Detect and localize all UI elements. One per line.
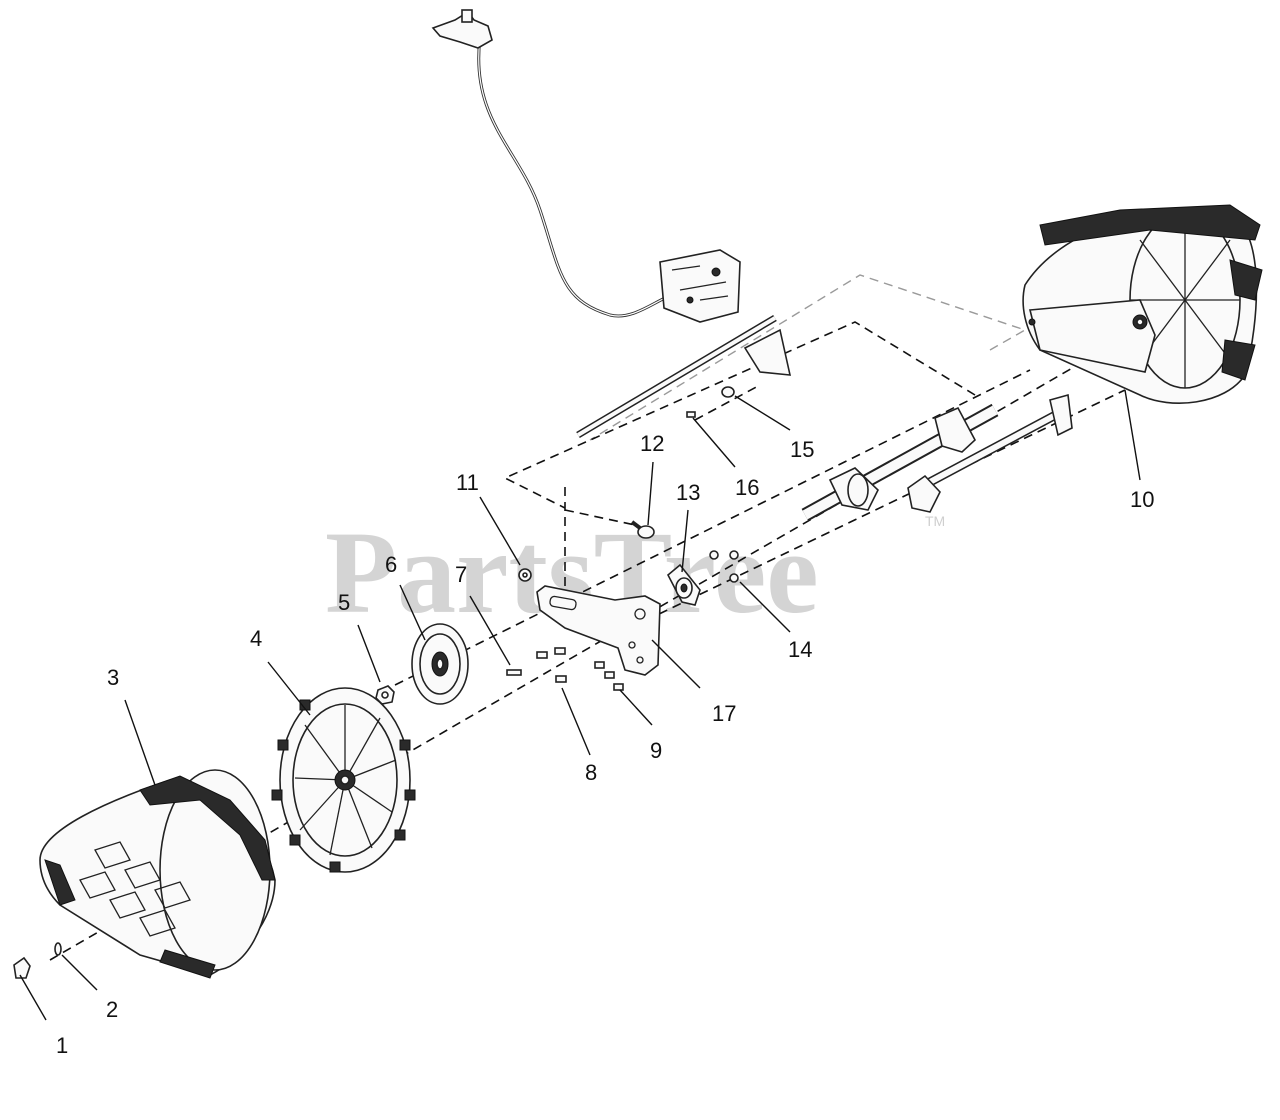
hardware xyxy=(13,386,739,979)
callout-3: 3 xyxy=(107,665,119,690)
right-track-assembly xyxy=(1022,204,1263,404)
left-track-assembly xyxy=(39,769,276,979)
callout-5: 5 xyxy=(338,590,350,615)
callout-9: 9 xyxy=(650,738,662,763)
callout-6: 6 xyxy=(385,552,397,577)
callout-12: 12 xyxy=(640,431,664,456)
callout-1: 1 xyxy=(56,1033,68,1058)
callout-11: 11 xyxy=(456,470,479,495)
callout-7: 7 xyxy=(455,562,467,587)
leader-lines xyxy=(19,389,1141,1021)
callout-13: 13 xyxy=(676,480,700,505)
callout-4: 4 xyxy=(250,626,262,651)
callout-15: 15 xyxy=(790,437,814,462)
secondary-shaft xyxy=(907,393,1073,513)
side-plate xyxy=(536,585,661,676)
upper-axle-rod xyxy=(576,314,792,439)
callout-10: 10 xyxy=(1130,487,1154,512)
callout-17: 17 xyxy=(712,701,736,726)
callout-2: 2 xyxy=(106,997,118,1022)
callout-14: 14 xyxy=(788,637,812,662)
control-cable-assembly xyxy=(431,9,741,323)
pulley xyxy=(411,623,469,705)
drive-wheel xyxy=(271,687,416,873)
watermark-trademark: TM xyxy=(925,513,945,529)
callouts: 1 2 3 4 5 6 7 8 9 10 11 12 13 14 15 16 1… xyxy=(56,431,1154,1058)
bearing-flange xyxy=(666,563,701,606)
drive-shaft xyxy=(801,403,999,522)
callout-8: 8 xyxy=(585,760,597,785)
callout-16: 16 xyxy=(735,475,759,500)
